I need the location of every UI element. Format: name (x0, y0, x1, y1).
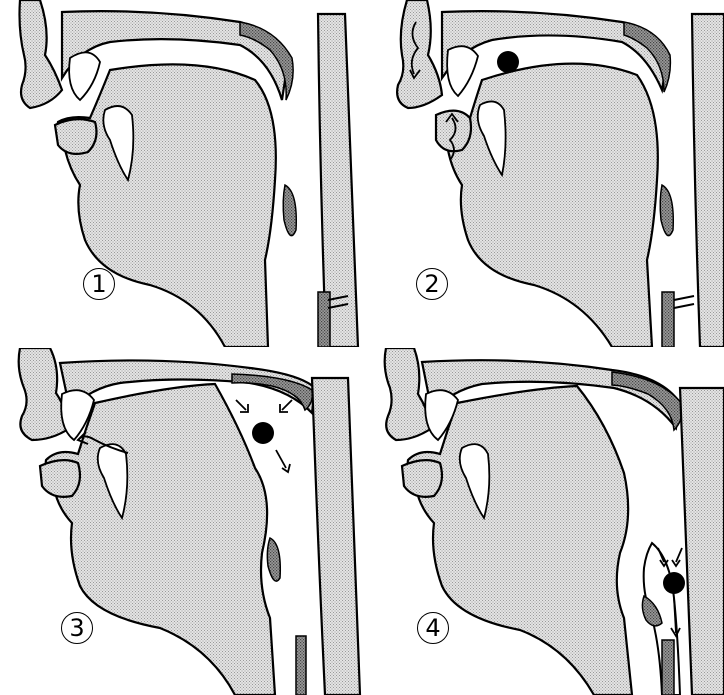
panel-1-drawing (0, 0, 362, 347)
pharyngeal-wall (680, 388, 724, 695)
lower-lip (55, 119, 96, 154)
panel-2-drawing (362, 0, 724, 347)
food-bolus (252, 422, 274, 444)
panel-4: 4 (362, 348, 724, 695)
upper-incisor (69, 52, 100, 100)
pharyngeal-wall (312, 378, 360, 695)
trachea (296, 636, 306, 695)
step-number-4: 4 (417, 612, 449, 644)
panel-1: 1 (0, 0, 362, 347)
panel-3: 3 (0, 348, 362, 695)
upper-incisor (447, 46, 478, 96)
step-number-1: 1 (83, 268, 115, 300)
pharyngeal-wall (692, 14, 724, 347)
panel-2: 2 (362, 0, 724, 347)
lower-lip (40, 460, 80, 497)
epiglottis (283, 185, 296, 236)
epiglottis (267, 538, 280, 581)
step-number-3: 3 (61, 612, 93, 644)
pharynx-arrow-down (276, 450, 286, 468)
pharynx-arrow-right (282, 400, 292, 410)
food-bolus (663, 572, 685, 594)
nose-region (20, 0, 63, 108)
tongue-jaw (57, 64, 276, 347)
trachea (662, 292, 674, 347)
lower-lip (402, 460, 442, 497)
pharynx-arrow-left (236, 400, 246, 410)
tongue-jaw (440, 64, 658, 347)
nose-region (397, 0, 442, 108)
epiglottis (660, 185, 673, 236)
panel-3-drawing (0, 348, 362, 695)
trachea (662, 640, 674, 695)
panel-4-drawing (362, 348, 724, 695)
food-bolus (497, 51, 519, 73)
step-number-2: 2 (416, 268, 448, 300)
